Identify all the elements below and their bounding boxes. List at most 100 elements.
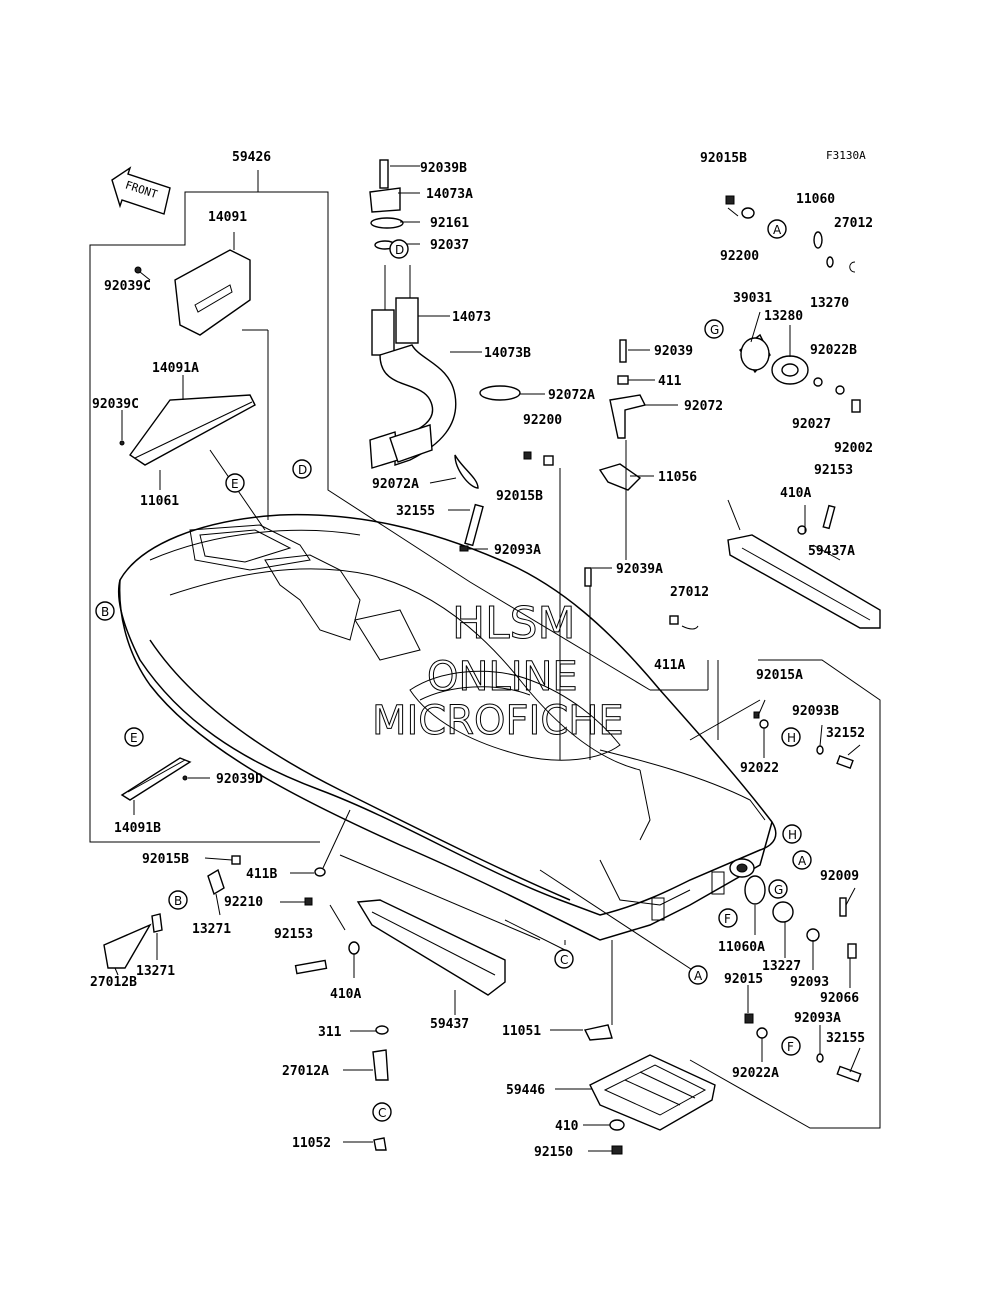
washer-92200-mid-icon	[543, 455, 554, 466]
label-410A-tr: 410A	[780, 486, 811, 501]
cap-39031	[739, 333, 771, 374]
nut-411A-icon	[669, 615, 679, 625]
group-frame-right	[689, 659, 881, 1129]
bracket-11051-icon	[583, 1024, 613, 1041]
callout-E-top: E	[225, 473, 245, 493]
label-32155-top: 32155	[396, 504, 435, 519]
clip-11052-icon	[373, 1137, 387, 1151]
svg-text:C: C	[378, 1106, 386, 1120]
washer-410A-tr-icon	[797, 525, 807, 535]
label-92072A-bot: 92072A	[372, 477, 419, 492]
callout-A-bottom: A	[688, 965, 708, 985]
label-92037: 92037	[430, 238, 469, 253]
label-92015A: 92015A	[756, 668, 803, 683]
callout-markers: D D E E B B A A A G G H H F F C C	[95, 219, 812, 1122]
washer-92022-icon	[759, 719, 769, 729]
svg-text:B: B	[101, 605, 109, 619]
screw-92015B-mid-icon	[523, 451, 532, 460]
label-92093A-br: 92093A	[794, 1011, 841, 1026]
clip-27012A-icon	[372, 1049, 389, 1081]
svg-text:A: A	[773, 223, 782, 237]
label-32152: 32152	[826, 726, 865, 741]
label-92200-mid: 92200	[523, 413, 562, 428]
label-311: 311	[318, 1025, 342, 1040]
label-13280: 13280	[764, 309, 803, 324]
callout-G-hull: G	[768, 879, 788, 899]
screw-92015B-bl-icon	[231, 855, 241, 865]
label-59426: 59426	[232, 150, 271, 165]
label-59437: 59437	[430, 1017, 469, 1032]
callout-H-hull: H	[782, 824, 802, 844]
ring-11060-icon	[813, 231, 823, 249]
label-13271-b: 13271	[136, 964, 175, 979]
washer-410A-bl-icon	[348, 941, 360, 955]
screw-92015-br-icon	[744, 1013, 754, 1024]
label-92039B: 92039B	[420, 161, 467, 176]
bolt-92002-icon	[851, 399, 861, 413]
label-92015B-bl: 92015B	[142, 852, 189, 867]
callout-D-hull: D	[292, 459, 312, 479]
ring-11060A-icon	[744, 875, 766, 905]
bolt-92153-bl-icon	[294, 959, 328, 975]
label-92210: 92210	[224, 895, 263, 910]
svg-text:F: F	[787, 1040, 794, 1054]
plate-13271-b-icon	[151, 913, 163, 933]
label-14091B: 14091B	[114, 821, 161, 836]
callout-D-top: D	[389, 239, 409, 259]
leader-lines	[114, 165, 861, 1152]
label-92150: 92150	[534, 1145, 573, 1160]
washer-410-icon	[609, 1119, 625, 1131]
svg-text:A: A	[798, 854, 807, 868]
watermark-line-3: MICROFICHE	[372, 698, 624, 744]
ring-13270-icon	[826, 256, 834, 268]
label-11051: 11051	[502, 1024, 541, 1039]
label-27012B: 27012B	[90, 975, 137, 990]
washer-92022B-icon	[835, 385, 845, 395]
sponson-59437	[356, 899, 506, 996]
plate-27012B-icon	[103, 923, 152, 969]
nut-411-icon	[617, 375, 629, 385]
clip-27012-tr	[849, 261, 856, 273]
label-13227: 13227	[762, 959, 801, 974]
screw-92015A-icon	[753, 711, 760, 719]
label-13271-a: 13271	[192, 922, 231, 937]
callout-F-bottom: F	[781, 1036, 801, 1056]
label-27012A: 27012A	[282, 1064, 329, 1079]
intake-grate-59446	[589, 1054, 716, 1131]
watermark-line-2: ONLINE	[427, 654, 578, 700]
label-13270: 13270	[810, 296, 849, 311]
label-92015-br: 92015	[724, 972, 763, 987]
label-11061: 11061	[140, 494, 179, 509]
label-411B: 411B	[246, 867, 277, 882]
label-39031: 39031	[733, 291, 772, 306]
label-92161: 92161	[430, 216, 469, 231]
seal-92027-icon	[813, 377, 823, 387]
svg-text:H: H	[788, 828, 797, 842]
label-92022A: 92022A	[732, 1066, 779, 1081]
washer-411B-icon	[314, 867, 326, 877]
svg-text:G: G	[774, 883, 783, 897]
group-frame-left	[89, 170, 651, 843]
part-labels: 59426 14091 92039C 14091A 92039C 11061 9…	[90, 150, 873, 1160]
callout-E-bottom: E	[124, 727, 144, 747]
callout-G-top: G	[704, 319, 724, 339]
flange-13227-icon	[772, 901, 794, 923]
screw-92015B-tr-icon	[725, 195, 735, 205]
callout-B-bottom: B	[168, 890, 188, 910]
svg-text:C: C	[560, 953, 568, 967]
label-92093: 92093	[790, 975, 829, 990]
label-14073B: 14073B	[484, 346, 531, 361]
label-11052: 11052	[292, 1136, 331, 1151]
label-92015B-tr: 92015B	[700, 151, 747, 166]
fitting-32155-top	[459, 503, 484, 552]
label-92002: 92002	[834, 441, 873, 456]
bolt-92066-icon	[847, 943, 857, 959]
screw-92039C-b-icon	[119, 440, 125, 446]
label-92039: 92039	[654, 344, 693, 359]
label-92200-tr: 92200	[720, 249, 759, 264]
svg-text:F: F	[724, 912, 731, 926]
fitting-32152-icon	[836, 754, 854, 770]
svg-text:E: E	[231, 477, 239, 491]
